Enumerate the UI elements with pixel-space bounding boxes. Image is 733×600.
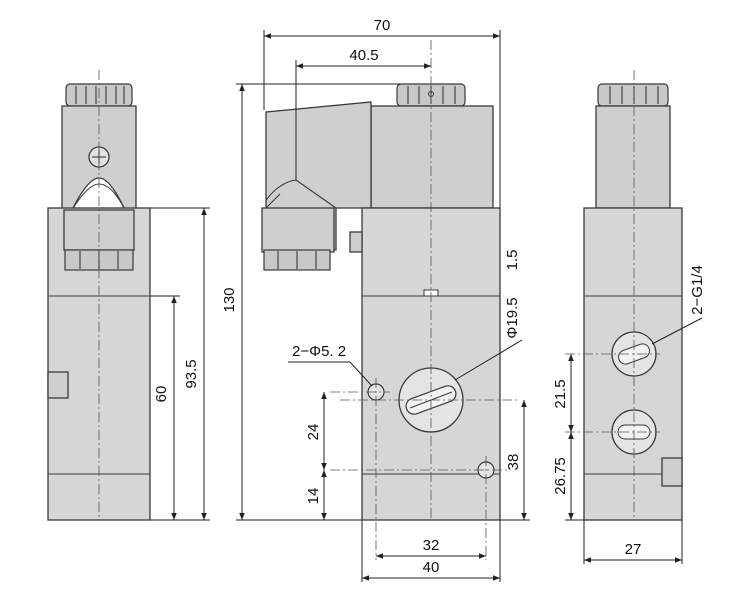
dim-130: 130 bbox=[221, 287, 238, 312]
front-view: 70 40.5 130 1.5 Φ19.5 2−Φ5. 2 24 14 38 3… bbox=[221, 17, 530, 582]
dim-14: 14 bbox=[305, 488, 322, 505]
right-side-view: 2−G1/4 21.5 26.75 27 bbox=[552, 70, 706, 564]
dim-70: 70 bbox=[374, 17, 391, 34]
dim-40-5: 40.5 bbox=[349, 47, 378, 64]
dim-24: 24 bbox=[305, 424, 322, 441]
dim-26-75: 26.75 bbox=[552, 457, 569, 495]
dim-38: 38 bbox=[505, 454, 522, 471]
dim-mount-hole: 2−Φ5. 2 bbox=[292, 343, 346, 360]
dim-1-5: 1.5 bbox=[504, 250, 521, 271]
dim-40: 40 bbox=[423, 559, 440, 576]
dim-port-thread: 2−G1/4 bbox=[689, 265, 706, 315]
dim-32: 32 bbox=[423, 537, 440, 554]
dim-27: 27 bbox=[625, 541, 642, 558]
front-coil bbox=[370, 105, 494, 209]
dim-60: 60 bbox=[153, 386, 170, 403]
dim-phi-19-5: Φ19.5 bbox=[504, 297, 521, 338]
right-coil bbox=[595, 105, 671, 209]
left-side-view: 93.5 60 bbox=[47, 70, 210, 521]
dim-21-5: 21.5 bbox=[552, 379, 569, 408]
dim-93-5: 93.5 bbox=[183, 359, 200, 388]
